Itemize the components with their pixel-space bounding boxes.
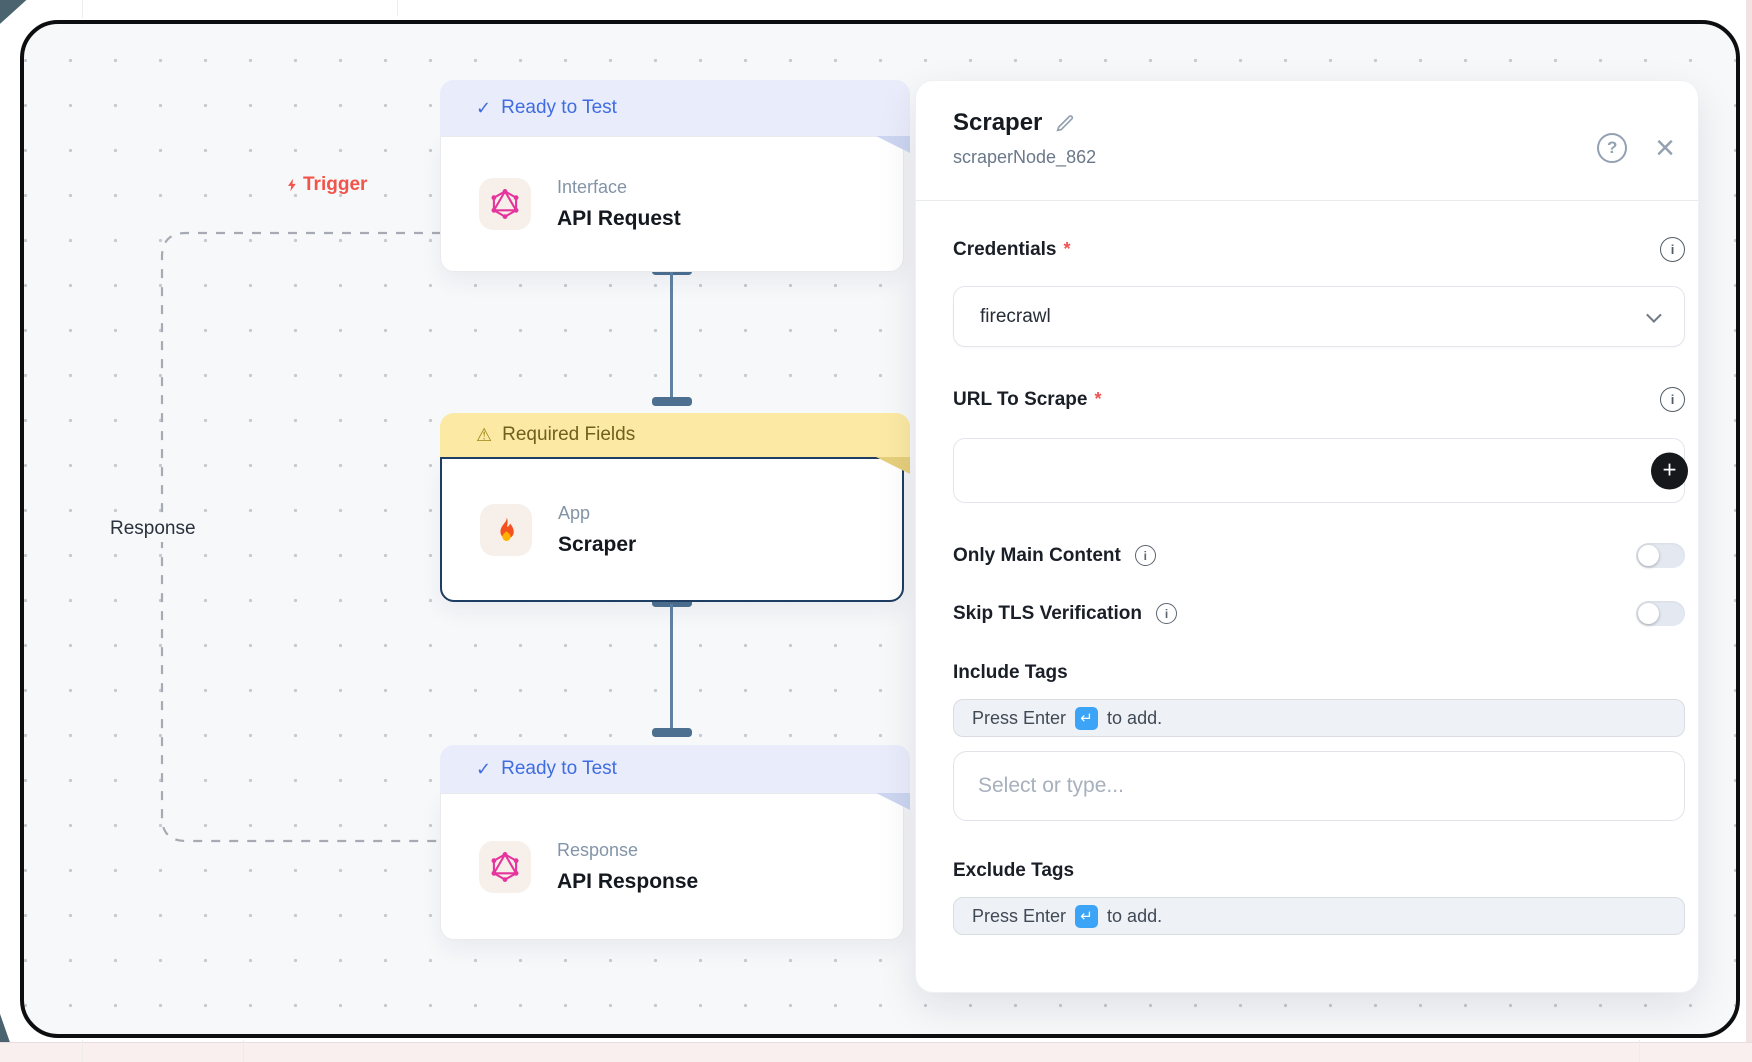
response-loop-label: Response bbox=[104, 516, 202, 542]
chevron-down-icon bbox=[1646, 307, 1662, 323]
credentials-value: firecrawl bbox=[980, 305, 1051, 327]
info-icon[interactable]: i bbox=[1134, 545, 1156, 566]
page-gridline bbox=[243, 1040, 244, 1062]
page-gridline bbox=[397, 0, 398, 16]
connector-line bbox=[670, 272, 673, 399]
required-mark: * bbox=[1094, 389, 1102, 409]
info-icon[interactable]: i bbox=[1660, 237, 1685, 262]
toggle-knob bbox=[1638, 545, 1659, 566]
node-card-api-response[interactable]: Response API Response bbox=[440, 793, 904, 940]
connector-port bbox=[652, 728, 692, 737]
edit-pencil-icon[interactable] bbox=[1054, 112, 1076, 134]
node-status-badge-ready: ✓ Ready to Test bbox=[440, 745, 910, 810]
badge-label: Ready to Test bbox=[501, 97, 617, 118]
connector-line bbox=[670, 604, 673, 730]
include-tags-field bbox=[953, 751, 1685, 821]
node-card-scraper[interactable]: App Scraper bbox=[440, 457, 904, 602]
node-category: Interface bbox=[557, 177, 628, 197]
check-icon: ✓ bbox=[476, 97, 492, 118]
info-icon[interactable]: i bbox=[1660, 387, 1685, 412]
page-edge-strip bbox=[0, 1042, 1752, 1062]
node-icon-tile bbox=[480, 503, 532, 556]
node-category: Response bbox=[557, 839, 639, 860]
panel-title: Scraper bbox=[953, 109, 1043, 136]
hint-prefix: Press Enter bbox=[972, 707, 1067, 728]
exclude-tags-hint: Press Enter ↵ to add. bbox=[953, 897, 1685, 935]
connector-port bbox=[652, 397, 692, 406]
include-tags-input[interactable] bbox=[958, 774, 1680, 798]
only-main-content-toggle[interactable] bbox=[1636, 543, 1685, 568]
include-tags-hint: Press Enter ↵ to add. bbox=[953, 699, 1685, 737]
lightning-bolt-icon bbox=[288, 178, 296, 192]
trigger-label-text: Trigger bbox=[303, 174, 368, 195]
enter-key-icon: ↵ bbox=[1075, 706, 1099, 730]
node-icon-tile bbox=[479, 840, 531, 893]
background-corner-glimpse bbox=[0, 0, 27, 24]
toggle-knob bbox=[1638, 603, 1659, 624]
skip-tls-toggle[interactable] bbox=[1636, 601, 1685, 626]
node-title: API Request bbox=[557, 207, 681, 230]
hint-prefix: Press Enter bbox=[972, 905, 1067, 926]
node-title: Scraper bbox=[558, 532, 637, 556]
required-mark: * bbox=[1063, 239, 1071, 259]
badge-label: Ready to Test bbox=[501, 758, 617, 779]
check-icon: ✓ bbox=[476, 758, 492, 779]
hint-suffix: to add. bbox=[1107, 905, 1163, 926]
node-title: API Response bbox=[557, 869, 699, 893]
only-main-content-label: Only Main Content bbox=[953, 544, 1121, 566]
node-id: scraperNode_862 bbox=[953, 147, 1097, 167]
badge-label: Required Fields bbox=[502, 424, 636, 445]
graphql-icon bbox=[491, 851, 519, 882]
exclude-tags-label: Exclude Tags bbox=[953, 860, 1075, 881]
node-status-badge-warning: ⚠ Required Fields bbox=[440, 413, 910, 474]
page-gridline bbox=[1639, 1040, 1640, 1062]
page-gridline bbox=[82, 0, 83, 18]
help-icon[interactable]: ? bbox=[1597, 133, 1628, 163]
node-icon-tile bbox=[479, 178, 531, 230]
include-tags-label: Include Tags bbox=[953, 662, 1068, 683]
trigger-label: Trigger bbox=[285, 174, 367, 196]
close-icon[interactable]: × bbox=[1655, 129, 1675, 167]
graphql-icon bbox=[491, 189, 519, 219]
credentials-select[interactable]: firecrawl bbox=[953, 286, 1685, 347]
url-field: + bbox=[953, 438, 1688, 503]
panel-divider bbox=[916, 200, 1698, 201]
workflow-canvas[interactable]: Trigger Response ✓ Ready to Test bbox=[24, 24, 1736, 1034]
panel-header: Scraper scraperNode_862 ? × bbox=[953, 109, 1685, 168]
add-variable-button[interactable]: + bbox=[1651, 452, 1688, 489]
node-category: App bbox=[558, 502, 591, 523]
page-gridline bbox=[82, 1040, 83, 1062]
info-icon[interactable]: i bbox=[1156, 603, 1177, 624]
node-card-api-request[interactable]: Interface API Request bbox=[440, 136, 904, 272]
node-config-panel: Scraper scraperNode_862 ? × Credentials … bbox=[915, 80, 1699, 993]
flame-icon bbox=[499, 517, 514, 541]
connector-port bbox=[652, 598, 692, 607]
workflow-window-frame: Trigger Response ✓ Ready to Test bbox=[20, 20, 1740, 1038]
plus-icon: + bbox=[1662, 456, 1677, 484]
warning-icon: ⚠ bbox=[476, 424, 493, 445]
page-edge-strip bbox=[1746, 0, 1752, 1062]
node-status-badge-ready: ✓ Ready to Test bbox=[440, 80, 910, 153]
url-input[interactable] bbox=[954, 439, 1684, 502]
hint-suffix: to add. bbox=[1107, 707, 1163, 728]
url-label: URL To Scrape bbox=[953, 388, 1088, 410]
skip-tls-label: Skip TLS Verification bbox=[953, 602, 1142, 624]
credentials-label: Credentials bbox=[953, 238, 1057, 260]
enter-key-icon: ↵ bbox=[1075, 904, 1099, 928]
